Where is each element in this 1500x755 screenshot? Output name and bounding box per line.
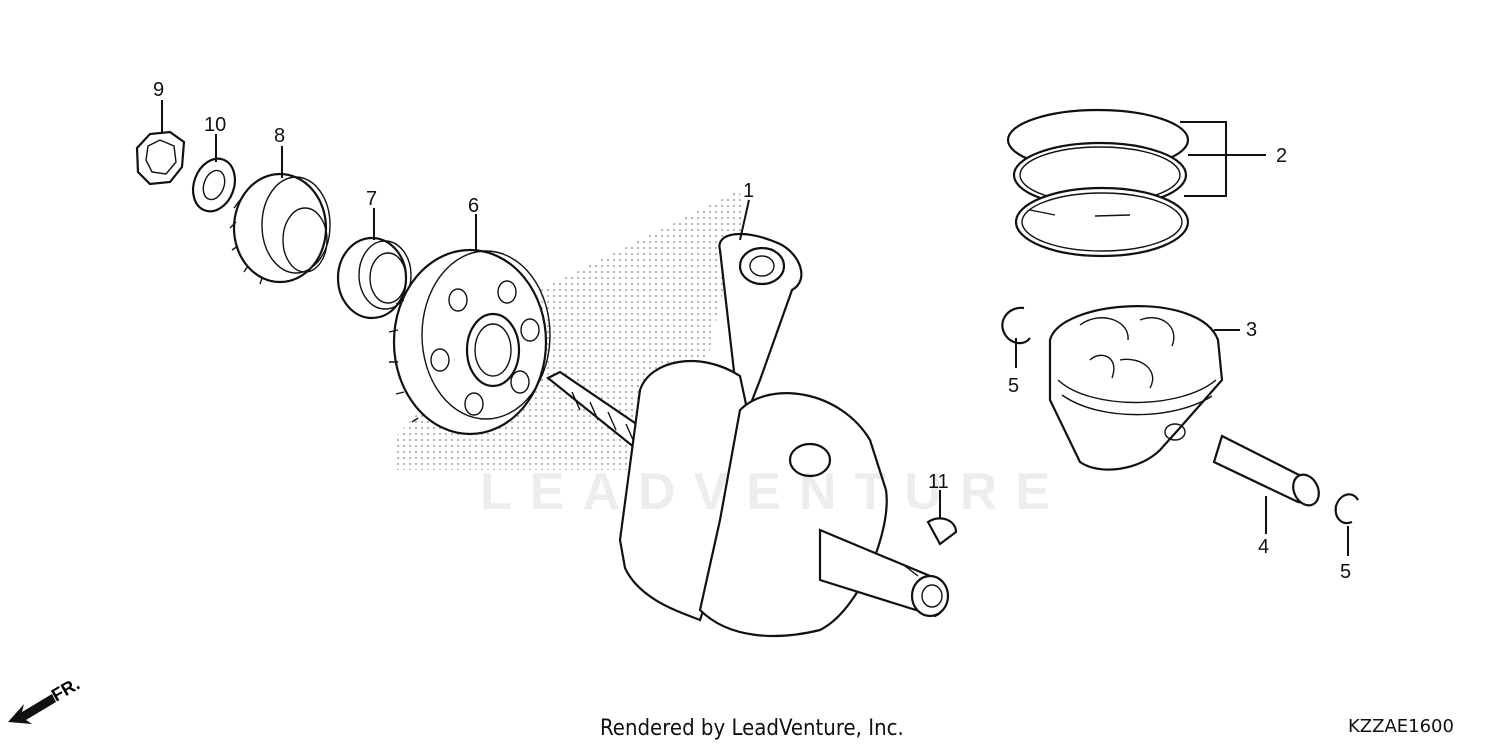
callout-3: 3 — [1246, 319, 1257, 341]
callout-5-left: 5 — [1008, 375, 1019, 397]
callout-7: 7 — [366, 188, 377, 210]
part-5-clip-right[interactable] — [1334, 493, 1359, 525]
leader-lines — [161, 100, 1349, 556]
part-11-key[interactable] — [926, 517, 958, 546]
part-8-gear[interactable] — [229, 172, 331, 285]
part-1-crankshaft[interactable] — [545, 232, 950, 638]
part-9-nut[interactable] — [135, 130, 186, 186]
callout-2: 2 — [1276, 145, 1287, 167]
callout-9: 9 — [153, 79, 164, 101]
callout-10: 10 — [204, 114, 226, 136]
part-2-piston-rings[interactable] — [1006, 108, 1190, 258]
callout-6: 6 — [468, 195, 479, 217]
callout-5-right: 5 — [1340, 561, 1351, 583]
arrow-down-left-icon — [8, 694, 56, 724]
part-3-piston[interactable] — [1048, 305, 1224, 471]
callout-1: 1 — [743, 180, 754, 202]
diagram-code: KZZAE1600 — [1348, 716, 1454, 737]
part-4-piston-pin[interactable] — [1212, 434, 1324, 510]
part-5-clip-left[interactable] — [1001, 306, 1031, 345]
credit-line: Rendered by LeadVenture, Inc. — [600, 716, 904, 741]
callout-8: 8 — [274, 125, 285, 147]
part-6-gear[interactable] — [388, 248, 551, 436]
callout-4: 4 — [1258, 536, 1269, 558]
part-10-washer[interactable] — [186, 153, 242, 217]
callout-11: 11 — [928, 471, 949, 493]
watermark: LEADVENTURE — [480, 463, 1069, 521]
part-7-bearing[interactable] — [336, 236, 412, 320]
